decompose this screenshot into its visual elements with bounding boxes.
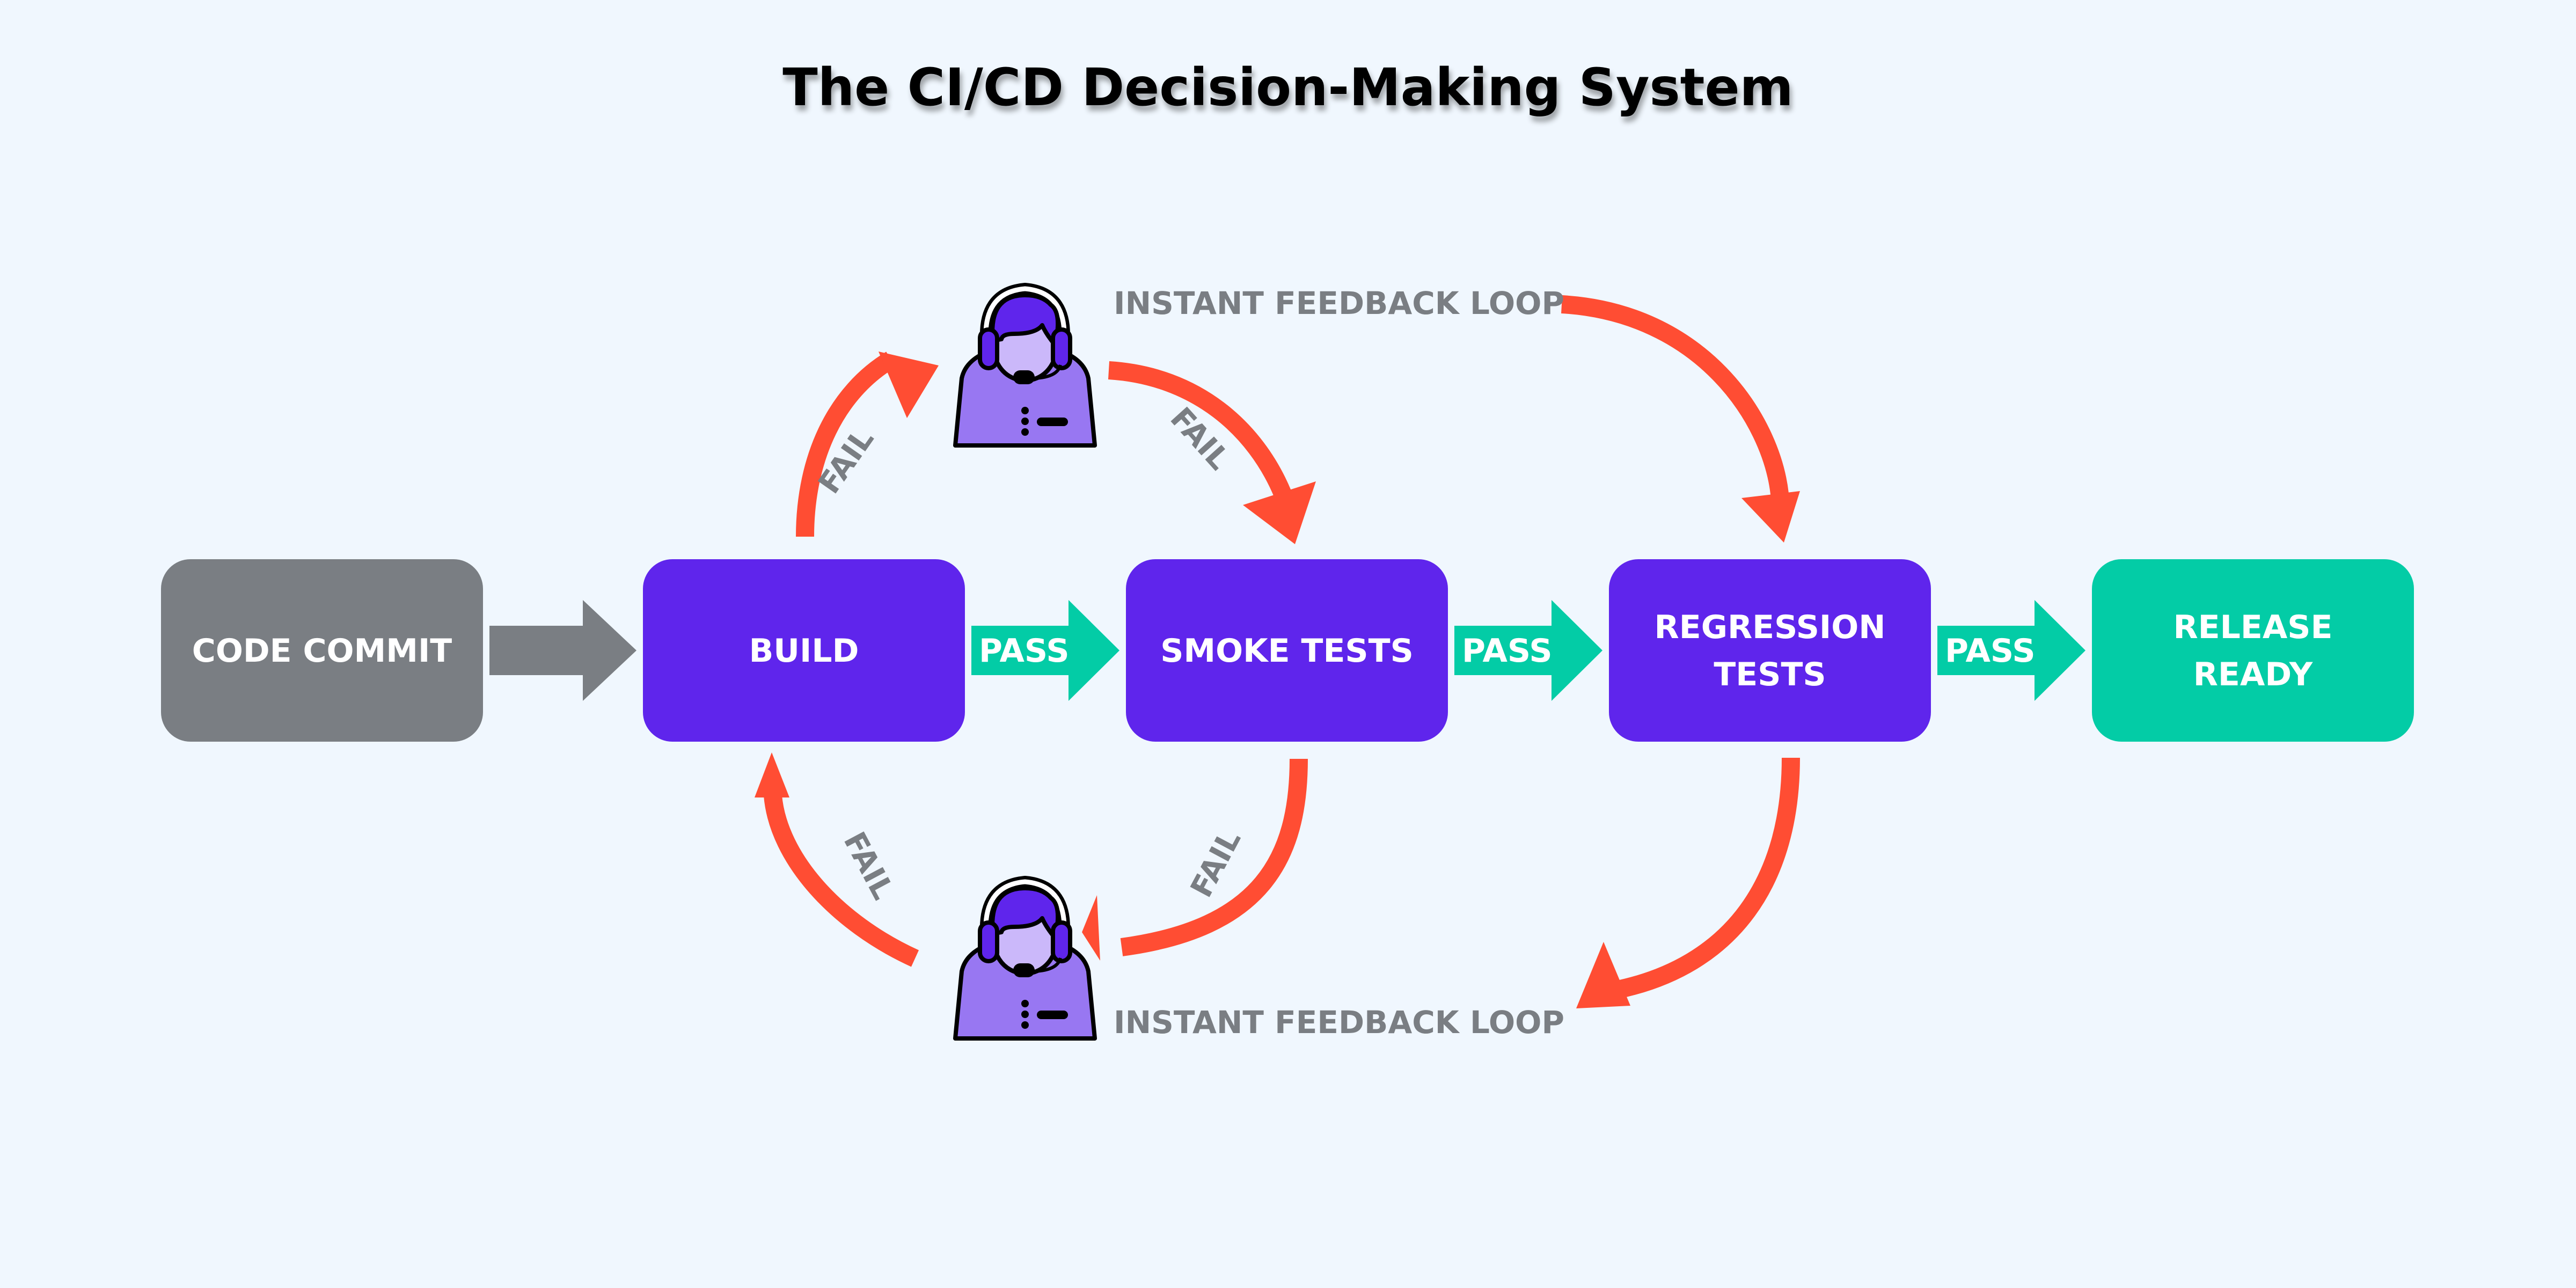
fail-arrow-regression-to-bottom-agent	[1613, 757, 1800, 999]
fail-arrow-top-agent-to-smoke	[1108, 361, 1291, 497]
stage-box	[2092, 559, 2414, 742]
pass-label: PASS	[1945, 632, 2036, 670]
connectors: PASS PASS PASS	[489, 600, 2085, 701]
stage-label: BUILD	[749, 632, 859, 670]
top-feedback-loop-label: INSTANT FEEDBACK LOOP	[1114, 285, 1564, 321]
arrow-code-commit-to-build	[489, 600, 636, 701]
fail-arrow-build-to-top-agent	[796, 352, 896, 537]
fail-arrowhead	[1576, 942, 1630, 1008]
arrow-shape	[1454, 600, 1602, 701]
stage-box	[643, 559, 965, 742]
fail-arrow-top-agent-to-regression	[1561, 295, 1789, 495]
stage-code-commit: CODE COMMIT	[161, 559, 483, 742]
fail-arrowhead	[755, 752, 789, 797]
fail-arrowhead	[1243, 481, 1316, 544]
stage-box	[1126, 559, 1448, 742]
pipeline-stages: CODE COMMIT BUILD SMOKE TESTS REGRESSION TES…	[161, 559, 2414, 742]
stage-label: TESTS	[1714, 656, 1826, 693]
bottom-feedback-loop-label: INSTANT FEEDBACK LOOP	[1114, 1004, 1564, 1041]
stage-box	[161, 559, 483, 742]
arrow-shape	[971, 600, 1119, 701]
fail-arrowhead	[879, 352, 939, 418]
stage-label: RELEASE	[2173, 609, 2332, 646]
stage-box	[1609, 559, 1931, 742]
stage-smoke-tests: SMOKE TESTS	[1126, 559, 1448, 742]
pass-arrow-regression-tests-to-release-ready: PASS	[1937, 600, 2085, 701]
fail-arrowhead	[1741, 491, 1800, 543]
arrow-shape	[489, 600, 636, 701]
top-support-agent-icon	[955, 289, 1095, 445]
fail-arrows	[755, 295, 1800, 1008]
stage-build: BUILD	[643, 559, 965, 742]
pass-arrow-smoke-tests-to-regression-tests: PASS	[1454, 600, 1602, 701]
bottom-support-agent-icon	[955, 882, 1095, 1038]
pass-label: PASS	[979, 632, 1070, 670]
stage-regression-tests: REGRESSION TESTS	[1609, 559, 1931, 742]
arrow-shape	[1937, 600, 2085, 701]
stage-label: SMOKE TESTS	[1160, 632, 1414, 670]
fail-arrow-smoke-to-bottom-agent	[1120, 758, 1308, 956]
pass-arrow-build-to-smoke-tests: PASS	[971, 600, 1119, 701]
fail-arrowhead	[1082, 895, 1100, 961]
stage-label: REGRESSION	[1655, 609, 1886, 646]
diagram-title: The CI/CD Decision-Making System	[782, 57, 1793, 118]
stage-label: CODE COMMIT	[192, 632, 452, 670]
pass-label: PASS	[1462, 632, 1553, 670]
fail-arrow-bottom-agent-to-build	[764, 794, 919, 967]
stage-label: READY	[2193, 656, 2314, 693]
stage-release-ready: RELEASE READY	[2092, 559, 2414, 742]
fail-label: FAIL	[837, 826, 901, 905]
fail-label: FAIL	[1184, 824, 1248, 903]
